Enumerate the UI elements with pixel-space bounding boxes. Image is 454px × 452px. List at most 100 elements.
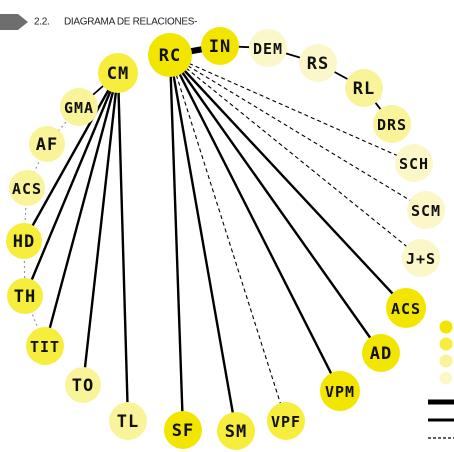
- node-in: IN: [201, 27, 239, 65]
- node-sm: SM: [217, 412, 255, 450]
- node-af: AF: [29, 126, 65, 162]
- node-circle: [407, 191, 445, 229]
- node-label: VPM: [325, 383, 355, 401]
- node-circle: [299, 44, 337, 82]
- node-circle: [7, 278, 43, 314]
- node-label: SM: [225, 422, 247, 442]
- legend-swatch-light: [439, 354, 453, 368]
- node-label: J+S: [406, 250, 436, 268]
- node-sch: SCH: [395, 144, 433, 182]
- node-to: TO: [65, 367, 101, 403]
- node-label: ACS: [391, 300, 421, 318]
- node-circle: [164, 411, 202, 449]
- node-label: SCH: [399, 155, 429, 173]
- node-circle: [29, 126, 65, 162]
- node-circle: [201, 27, 239, 65]
- edge-rc-sch: [169, 54, 415, 164]
- node-circle: [26, 327, 64, 365]
- node-rs: RS: [299, 44, 337, 82]
- node-label: SF: [172, 421, 194, 441]
- edge-cm-to: [81, 72, 120, 386]
- heading-number: 2.2.: [34, 17, 49, 28]
- edge-rc-vpf: [169, 54, 287, 422]
- edge-rc-vpm: [168, 54, 342, 392]
- node-circle: [6, 223, 42, 259]
- edge-cm-th: [23, 72, 120, 297]
- node-vpf: VPF: [267, 402, 305, 440]
- node-label: HD: [13, 232, 35, 252]
- node-label: AF: [36, 135, 58, 155]
- node-gma: GMA: [60, 88, 98, 126]
- node-dem: DEM: [249, 29, 287, 67]
- edge-rc-ad: [169, 54, 382, 354]
- node-vpm: VPM: [320, 371, 360, 411]
- edge-rc-sf: [168, 54, 185, 431]
- node-circle: [9, 170, 45, 206]
- edge-rc-jjs: [169, 54, 422, 259]
- node-acs1: ACS: [9, 170, 45, 206]
- ring-segment: [24, 295, 46, 347]
- section-heading: 2.2. DIAGRAMA DE RELACIONES-: [0, 14, 197, 30]
- node-label: IN: [209, 37, 231, 57]
- edge-cm-tit: [43, 72, 120, 347]
- node-circle: [60, 88, 98, 126]
- node-circle: [320, 371, 360, 411]
- node-circle: [249, 29, 287, 67]
- relation-edges: [22, 43, 427, 432]
- node-label: AD: [370, 344, 392, 364]
- node-circle: [148, 33, 192, 77]
- node-ad: AD: [362, 334, 400, 372]
- node-circle: [98, 53, 138, 93]
- node-label: RS: [307, 54, 329, 74]
- node-circle: [109, 402, 147, 440]
- node-tit: TIT: [26, 327, 64, 365]
- legend-swatch-strong: [439, 320, 453, 334]
- heading-arrow-icon: [0, 14, 28, 30]
- node-circle: [362, 334, 400, 372]
- edge-cm-tl: [116, 72, 130, 422]
- node-scm: SCM: [407, 191, 445, 229]
- node-label: GMA: [64, 99, 94, 117]
- node-label: DEM: [253, 40, 283, 58]
- node-acs2: ACS: [386, 288, 426, 328]
- node-sf: SF: [164, 411, 202, 449]
- node-label: RL: [353, 79, 375, 99]
- heading-title: DIAGRAMA DE RELACIONES-: [64, 17, 197, 28]
- legend: [428, 320, 454, 439]
- node-label: TO: [72, 376, 94, 396]
- node-label: TH: [14, 287, 36, 307]
- node-label: ACS: [12, 180, 42, 198]
- node-circle: [345, 69, 383, 107]
- node-circle: [267, 402, 305, 440]
- node-label: TL: [117, 412, 139, 432]
- node-rl: RL: [345, 69, 383, 107]
- node-hd: HD: [6, 223, 42, 259]
- node-circle: [217, 412, 255, 450]
- legend-swatch-medium: [439, 337, 453, 351]
- node-label: VPF: [271, 413, 301, 431]
- node-drs: DRS: [373, 105, 411, 143]
- node-tl: TL: [109, 402, 147, 440]
- node-circle: [373, 105, 411, 143]
- node-circle: [402, 239, 440, 277]
- edge-rc-sm: [168, 54, 238, 432]
- node-cm: CM: [98, 53, 138, 93]
- node-circle: [386, 288, 426, 328]
- node-label: DRS: [377, 116, 407, 134]
- edge-rc-acs2: [169, 54, 407, 309]
- node-label: CM: [107, 64, 129, 84]
- node-label: TIT: [30, 338, 60, 356]
- node-rc: RC: [148, 33, 192, 77]
- node-jjs: J+S: [402, 239, 440, 277]
- node-label: RC: [159, 46, 181, 66]
- node-circle: [65, 367, 101, 403]
- legend-swatch-faint: [439, 371, 453, 385]
- edge-cm-hd: [22, 72, 120, 242]
- ring-segment: [23, 187, 28, 242]
- node-th: TH: [7, 278, 43, 314]
- edge-rc-scm: [169, 54, 427, 211]
- node-label: SCM: [411, 202, 441, 220]
- node-circle: [395, 144, 433, 182]
